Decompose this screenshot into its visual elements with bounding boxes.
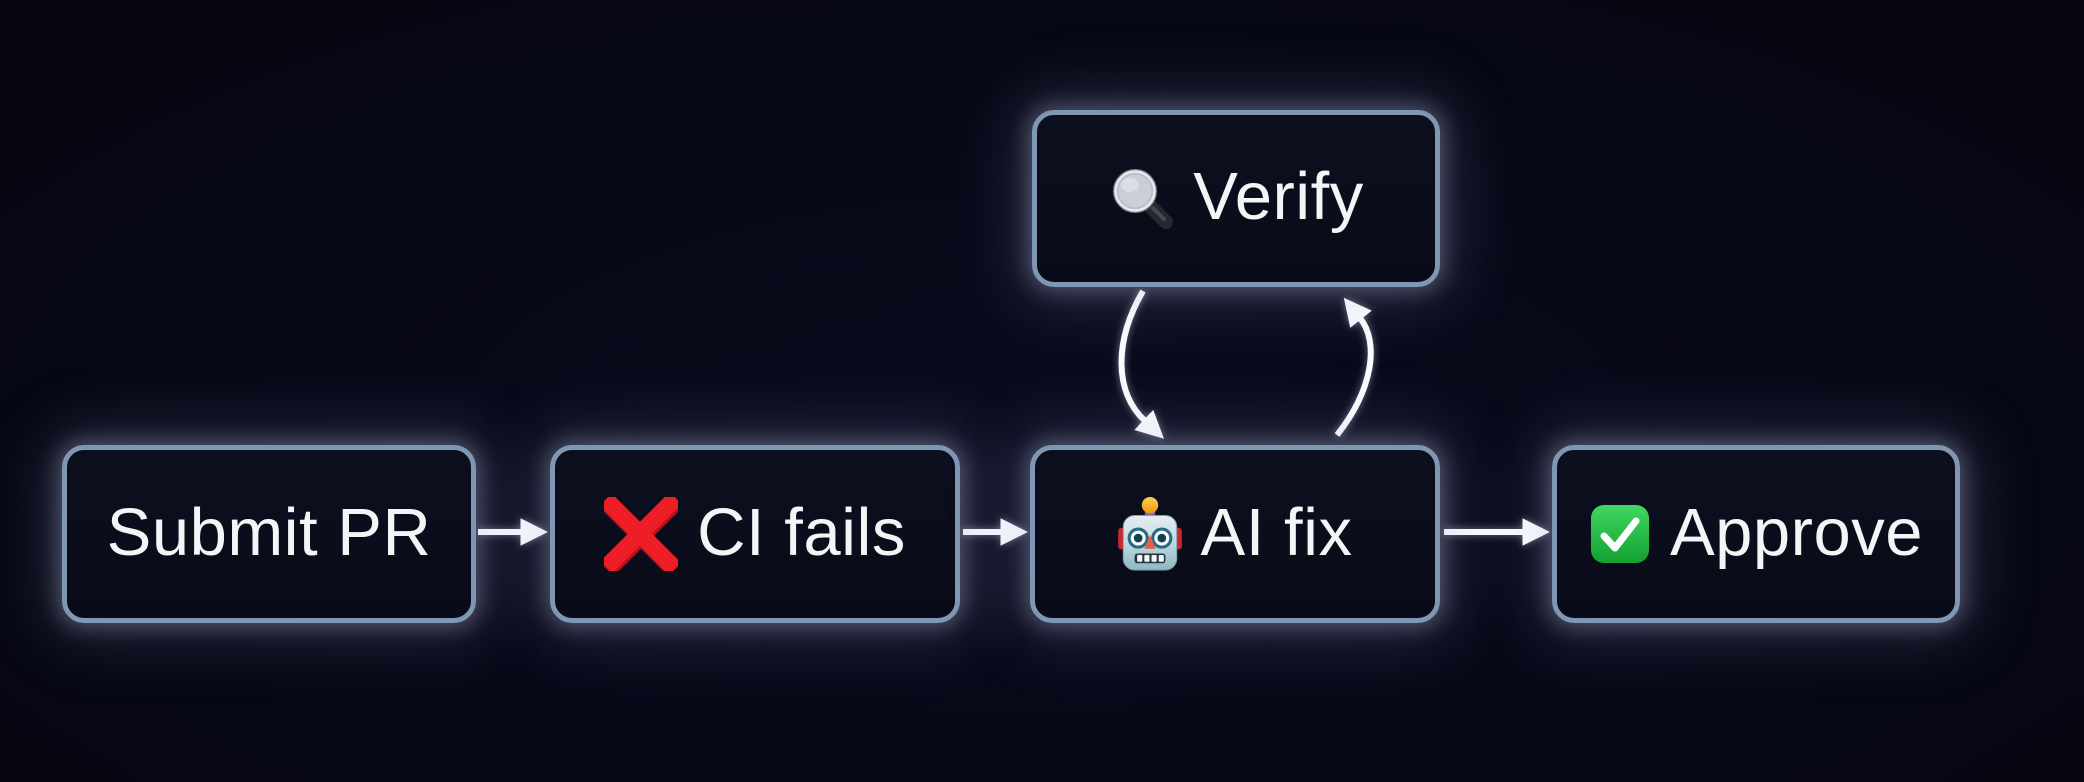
check-mark-icon	[1589, 503, 1651, 565]
node-verify: Verify	[1032, 110, 1440, 287]
edge-aifix-to-verify	[1334, 297, 1374, 437]
edge-verify-to-aifix	[1118, 289, 1164, 439]
node-ai-fix: AI fix	[1030, 445, 1440, 623]
node-submit-pr: Submit PR	[62, 445, 476, 623]
node-ci-fails: CI fails	[550, 445, 960, 623]
robot-icon	[1117, 496, 1182, 572]
cross-mark-icon	[604, 497, 679, 571]
node-label: Approve	[1669, 494, 1924, 570]
node-label: Submit PR	[106, 494, 432, 570]
node-label: Verify	[1193, 159, 1364, 234]
magnifying-glass-icon	[1108, 166, 1174, 232]
node-label: AI fix	[1200, 494, 1353, 570]
node-label: CI fails	[697, 494, 906, 570]
node-approve: Approve	[1552, 445, 1960, 623]
